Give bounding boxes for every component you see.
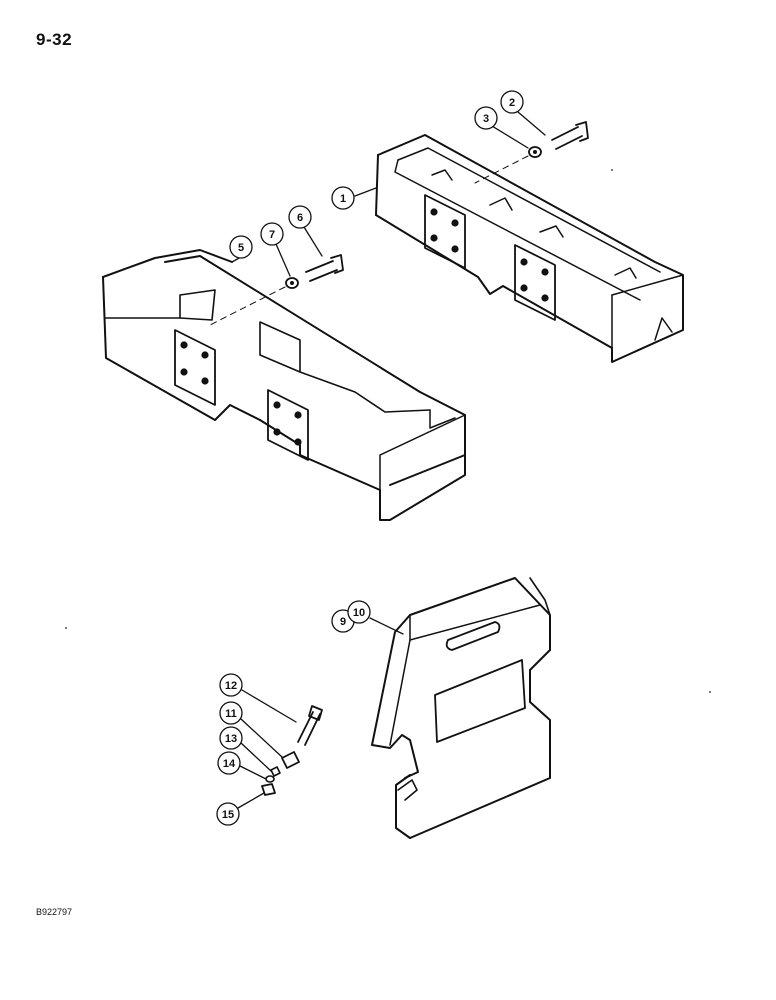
svg-text:6: 6 [297, 212, 303, 224]
sleeve-11 [281, 751, 300, 769]
callout-11: 11 [219, 701, 283, 758]
nut-15 [261, 783, 276, 796]
callout-12: 12 [219, 673, 297, 723]
page-number: 9-32 [36, 30, 73, 49]
callout-2: 2 [500, 90, 546, 136]
svg-text:11: 11 [225, 708, 237, 720]
callout-15: 15 [216, 792, 265, 826]
speck [709, 691, 711, 693]
callout-3: 3 [474, 106, 529, 149]
svg-text:15: 15 [222, 809, 234, 821]
weight-block-right [375, 134, 684, 363]
assembly-line [474, 155, 529, 184]
svg-text:7: 7 [269, 229, 275, 241]
svg-text:12: 12 [225, 680, 237, 692]
svg-text:13: 13 [225, 733, 237, 745]
svg-text:1: 1 [340, 193, 346, 205]
washer-14 [265, 775, 275, 783]
svg-text:10: 10 [353, 607, 365, 619]
callout-1: 1 [331, 186, 377, 210]
assembly-line [209, 286, 286, 326]
svg-text:2: 2 [509, 97, 515, 109]
svg-text:3: 3 [483, 113, 489, 125]
bolt-12 [297, 705, 323, 746]
figure-code: B922797 [36, 907, 73, 917]
washer-3 [528, 146, 542, 158]
suitcase-weight [371, 577, 551, 839]
callout-14: 14 [217, 751, 267, 780]
callout-5: 5 [229, 235, 253, 263]
bolt-2 [551, 121, 589, 150]
svg-text:9: 9 [340, 616, 346, 628]
svg-text:14: 14 [223, 758, 236, 770]
speck [611, 169, 613, 171]
callout-10: 10 [347, 600, 404, 635]
callout-6: 6 [288, 205, 323, 257]
bolt-6 [305, 254, 344, 282]
washer-7 [285, 277, 299, 289]
svg-text:5: 5 [238, 242, 244, 254]
weight-block-left [102, 249, 466, 521]
speck [65, 627, 67, 629]
callout-13: 13 [219, 726, 272, 772]
callout-7: 7 [260, 222, 291, 277]
spacer-13 [270, 766, 281, 777]
